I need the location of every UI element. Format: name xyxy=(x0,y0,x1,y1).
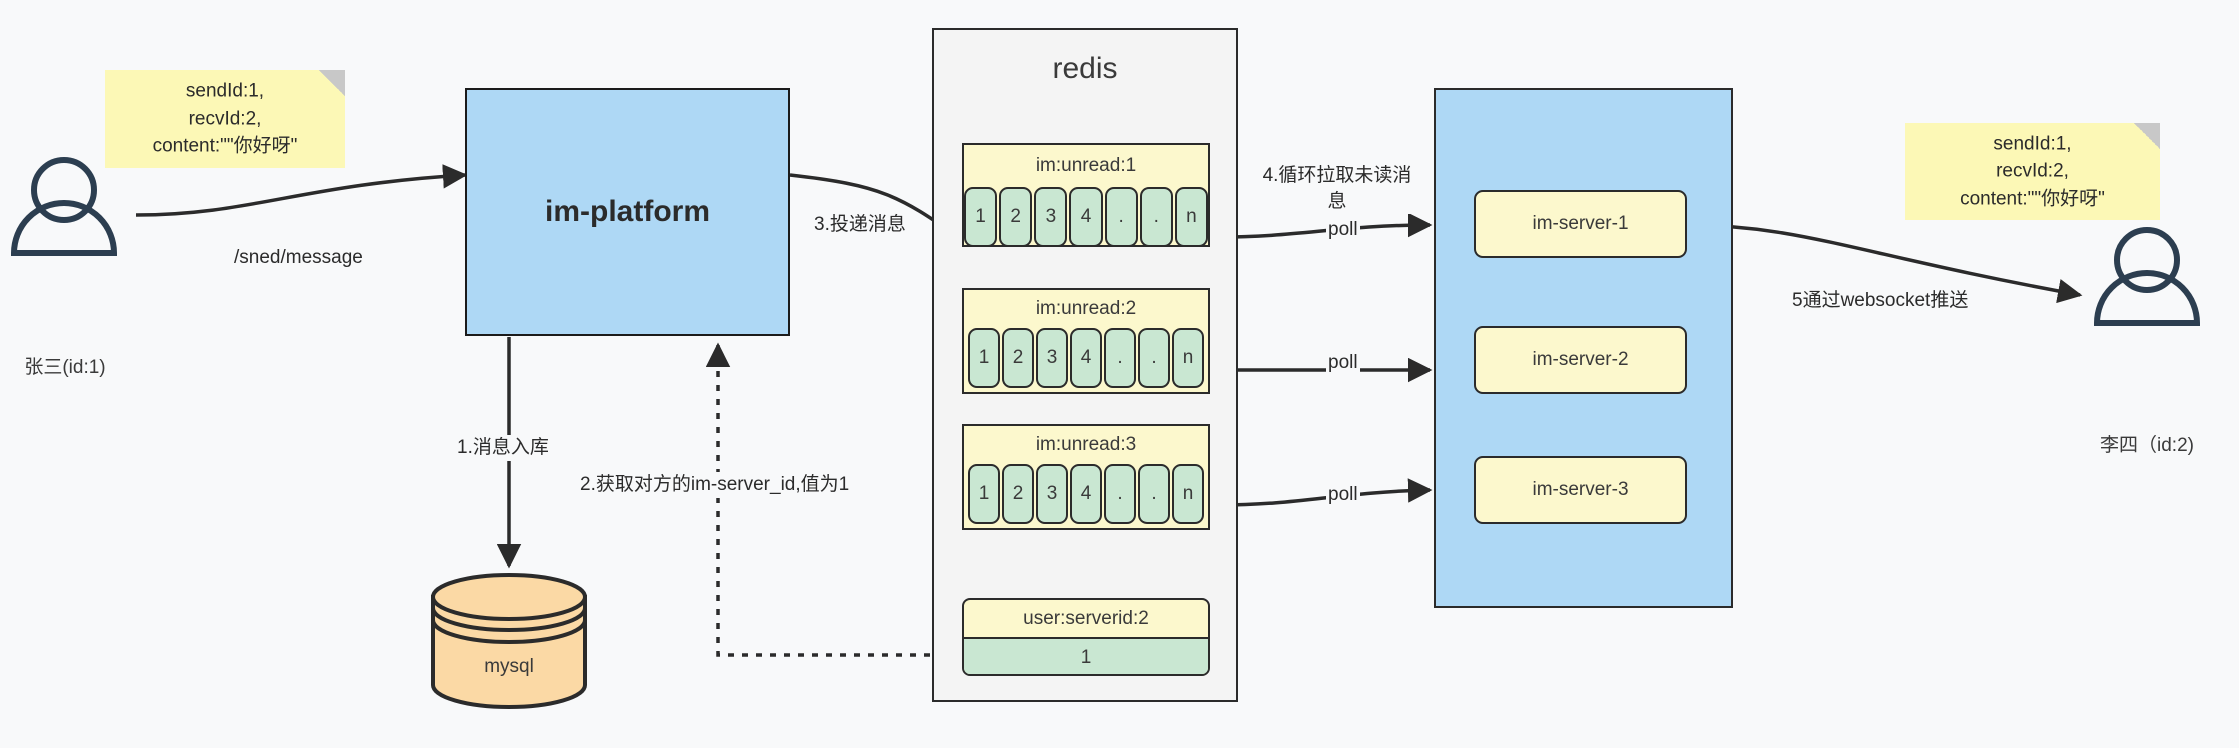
im-server-1-label: im-server-1 xyxy=(1532,213,1629,234)
edge-label-step4: 4.循环拉取未读消息 xyxy=(1255,163,1419,215)
redis-list-2-cells: 1 2 3 4 . . n xyxy=(968,464,1204,524)
redis-cell[interactable]: . xyxy=(1138,328,1170,388)
redis-cell[interactable]: 1 xyxy=(968,328,1000,388)
edge-label-step2: 2.获取对方的im-server_id,值为1 xyxy=(578,472,852,498)
redis-list-0-cells: 1 2 3 4 . . n xyxy=(964,187,1208,247)
redis-list-2-key: im:unread:3 xyxy=(1035,434,1137,455)
edge-label-send-message: /sned/message xyxy=(232,245,365,271)
redis-list-1[interactable]: im:unread:2 1 2 3 4 . . n xyxy=(962,288,1210,394)
redis-cell[interactable]: 3 xyxy=(1036,464,1068,524)
redis-cell[interactable]: . xyxy=(1139,187,1173,247)
redis-cell[interactable]: 1 xyxy=(968,464,1000,524)
redis-kv-value: 1 xyxy=(964,637,1208,674)
edge-label-step1: 1.消息入库 xyxy=(455,435,551,461)
sender-label: 张三(id:1) xyxy=(24,357,106,378)
redis-cell[interactable]: n xyxy=(1172,464,1204,524)
redis-cell[interactable]: 1 xyxy=(964,187,998,247)
redis-cell[interactable]: . xyxy=(1104,187,1138,247)
edge-label-poll-2: poll xyxy=(1326,350,1360,376)
redis-cell[interactable]: 2 xyxy=(1002,464,1034,524)
redis-list-0-key: im:unread:1 xyxy=(1035,155,1137,176)
receiver-label: 李四（id:2) xyxy=(2100,435,2194,456)
redis-cell[interactable]: 2 xyxy=(1002,328,1034,388)
mysql-label: mysql xyxy=(484,656,534,677)
note-fold-corner xyxy=(2134,123,2160,149)
note-right: sendId:1, recvId:2, content:""你好呀" xyxy=(1905,123,2160,220)
redis-list-1-cells: 1 2 3 4 . . n xyxy=(968,328,1204,388)
im-server-3-node[interactable]: im-server-3 xyxy=(1474,456,1687,524)
redis-cell[interactable]: n xyxy=(1174,187,1208,247)
redis-cell[interactable]: 4 xyxy=(1070,328,1102,388)
person-icon-receiver xyxy=(2093,227,2201,326)
edge-label-poll-1: poll xyxy=(1326,217,1360,243)
redis-cell[interactable]: . xyxy=(1138,464,1170,524)
note-right-text: sendId:1, recvId:2, content:""你好呀" xyxy=(1960,133,2105,210)
redis-cell[interactable]: 3 xyxy=(1034,187,1068,247)
redis-list-0[interactable]: im:unread:1 1 2 3 4 . . n xyxy=(962,143,1210,247)
person-icon-sender xyxy=(10,157,118,256)
redis-cell[interactable]: 4 xyxy=(1069,187,1103,247)
edge-label-poll-3: poll xyxy=(1326,482,1360,508)
note-left: sendId:1, recvId:2, content:""你好呀" xyxy=(105,70,345,168)
im-server-1-node[interactable]: im-server-1 xyxy=(1474,190,1687,258)
im-platform-label: im-platform xyxy=(545,195,710,228)
redis-list-1-key: im:unread:2 xyxy=(1035,298,1137,319)
edge-label-step5: 5通过websocket推送 xyxy=(1790,288,1971,314)
redis-cell[interactable]: . xyxy=(1104,464,1136,524)
im-server-3-label: im-server-3 xyxy=(1532,479,1629,500)
redis-cell[interactable]: n xyxy=(1172,328,1204,388)
redis-kv-block[interactable]: user:serverid:2 1 xyxy=(962,598,1210,676)
note-fold-corner xyxy=(319,70,345,96)
redis-kv-key: user:serverid:2 xyxy=(1023,607,1149,629)
im-server-2-label: im-server-2 xyxy=(1532,349,1629,370)
database-cylinder-icon xyxy=(431,573,587,709)
redis-title: redis xyxy=(1052,52,1118,85)
redis-cell[interactable]: 2 xyxy=(999,187,1033,247)
redis-cell[interactable]: 3 xyxy=(1036,328,1068,388)
edge-label-step3: 3.投递消息 xyxy=(812,212,908,238)
im-platform-node[interactable]: im-platform xyxy=(465,88,790,336)
note-left-text: sendId:1, recvId:2, content:""你好呀" xyxy=(152,80,298,157)
im-server-2-node[interactable]: im-server-2 xyxy=(1474,326,1687,394)
redis-cell[interactable]: . xyxy=(1104,328,1136,388)
redis-cell[interactable]: 4 xyxy=(1070,464,1102,524)
redis-list-2[interactable]: im:unread:3 1 2 3 4 . . n xyxy=(962,424,1210,530)
